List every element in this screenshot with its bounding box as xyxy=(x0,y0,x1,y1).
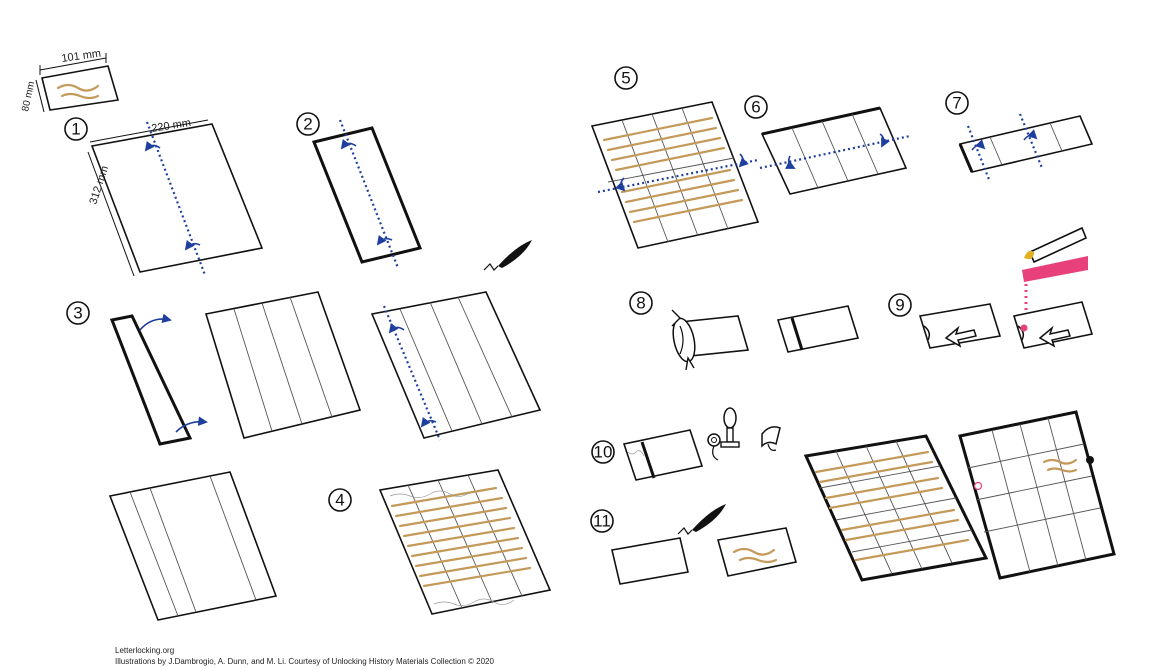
step-5-number: 5 xyxy=(621,69,630,88)
seal-stamp-icon xyxy=(708,408,739,460)
step-4-number: 4 xyxy=(335,491,344,510)
step-9: 9 xyxy=(889,228,1092,348)
credit-line: Illustrations by J.Dambrogio, A. Dunn, a… xyxy=(115,657,494,666)
step-5: 5 xyxy=(592,67,758,248)
quill-pen-icon xyxy=(484,240,532,270)
quill-pen-icon xyxy=(678,504,726,534)
step-10: 10 xyxy=(592,408,780,480)
step-9-number: 9 xyxy=(895,296,904,315)
step-11: 11 xyxy=(591,504,796,584)
step-6: 6 xyxy=(745,96,910,194)
letter-packet-icon xyxy=(762,427,780,451)
step-3-number: 3 xyxy=(73,304,82,323)
small-height-label: 80 mm xyxy=(20,80,37,112)
step-4: 4 xyxy=(329,470,550,614)
step-7: 7 xyxy=(946,92,1092,182)
step-11-number: 11 xyxy=(593,512,611,531)
step-7-number: 7 xyxy=(952,94,961,113)
opened-letter-written xyxy=(806,436,986,580)
step-6-number: 6 xyxy=(751,98,760,117)
step-10-number: 10 xyxy=(594,443,613,462)
wax-stick-icon xyxy=(1022,228,1088,314)
step-1-number: 1 xyxy=(71,120,80,139)
step-2-number: 2 xyxy=(303,115,312,134)
credit-site[interactable]: Letterlocking.org xyxy=(115,646,174,655)
step-8-number: 8 xyxy=(636,294,645,313)
step-1: 1 220 mm 312 mm xyxy=(65,117,262,276)
step-2: 2 xyxy=(297,113,420,268)
step-8: 8 xyxy=(630,292,858,370)
finished-letter-dimensions: 101 mm 80 mm xyxy=(20,48,118,113)
